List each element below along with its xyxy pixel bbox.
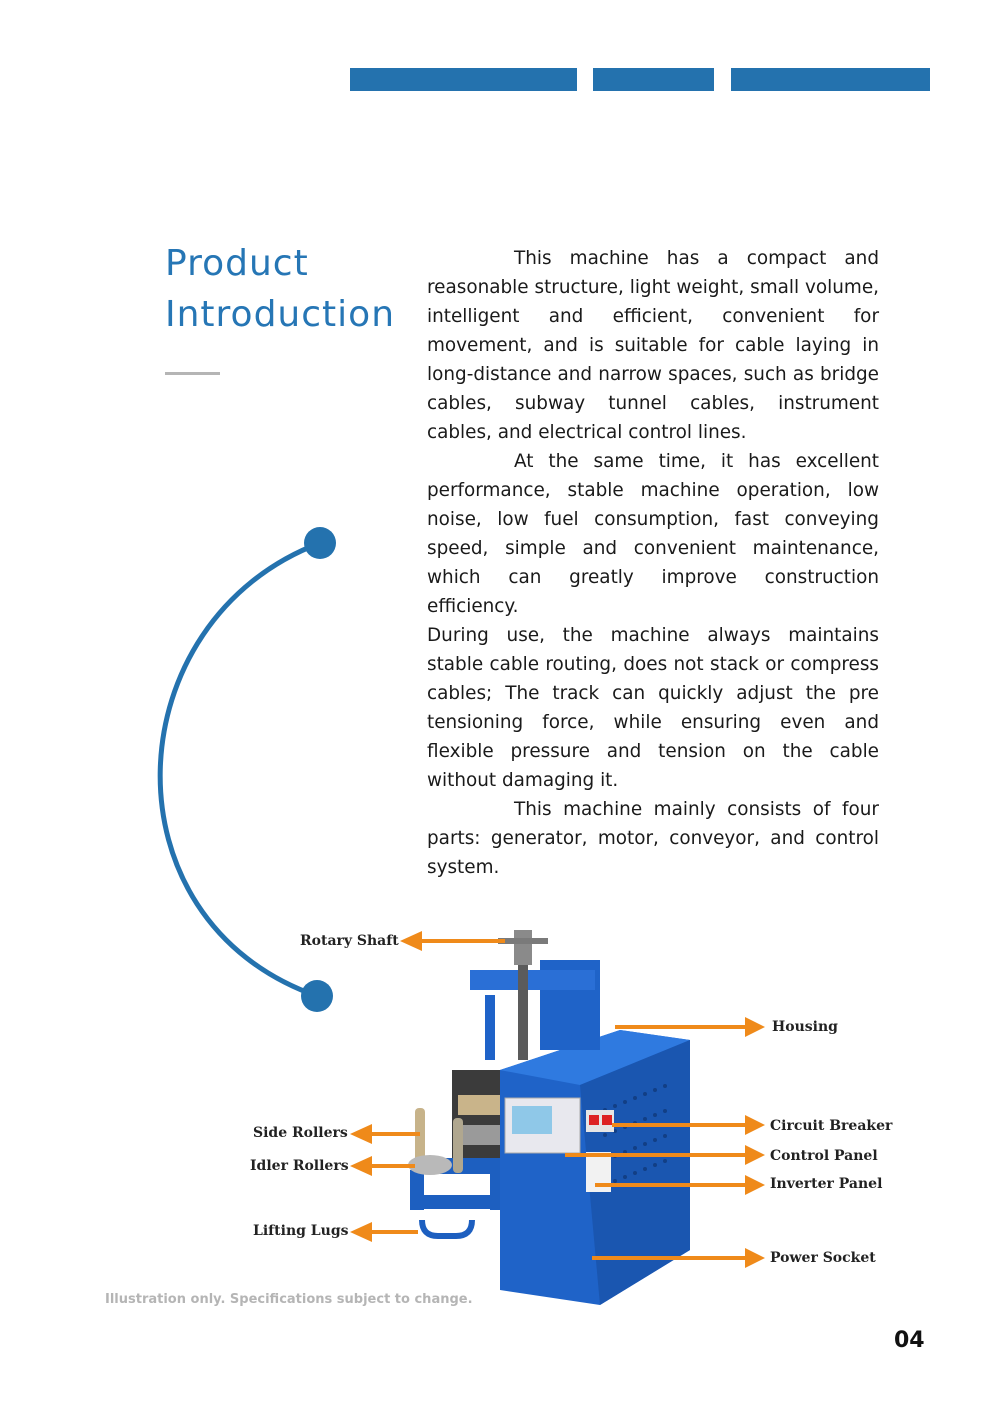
arc-dot-bottom <box>301 980 333 1012</box>
label-side-rollers: Side Rollers <box>253 1125 348 1141</box>
label-housing: Housing <box>772 1019 838 1035</box>
label-lifting-lugs: Lifting Lugs <box>253 1223 349 1239</box>
label-inverter-panel: Inverter Panel <box>770 1176 883 1192</box>
page-title: Product Introduction <box>165 238 395 340</box>
paragraph-1: This machine has a compact and reasonabl… <box>427 248 879 443</box>
label-power-socket: Power Socket <box>770 1250 876 1266</box>
label-circuit-breaker: Circuit Breaker <box>770 1118 893 1134</box>
page-number: 04 <box>894 1328 925 1353</box>
title-divider <box>165 372 220 375</box>
paragraph-3: During use, the machine always maintains… <box>427 625 879 791</box>
intro-text: This machine has a compact and reasonabl… <box>427 244 879 882</box>
paragraph-4: This machine mainly consists of four par… <box>427 799 879 878</box>
paragraph-2: At the same time, it has excellent perfo… <box>427 451 879 617</box>
label-idler-rollers: Idler Rollers <box>250 1158 349 1174</box>
header-bar-1 <box>350 68 577 91</box>
arc-dot-top <box>304 527 336 559</box>
cable-pusher-machine-image <box>408 930 690 1305</box>
label-control-panel: Control Panel <box>770 1148 878 1164</box>
title-line-1: Product <box>165 243 309 284</box>
label-rotary-shaft: Rotary Shaft <box>300 933 399 949</box>
header-bar-3 <box>731 68 930 91</box>
header-bar-2 <box>593 68 714 91</box>
title-line-2: Introduction <box>165 294 396 335</box>
arc-line <box>157 540 321 999</box>
disclaimer-text: Illustration only. Specifications subjec… <box>105 1292 473 1307</box>
